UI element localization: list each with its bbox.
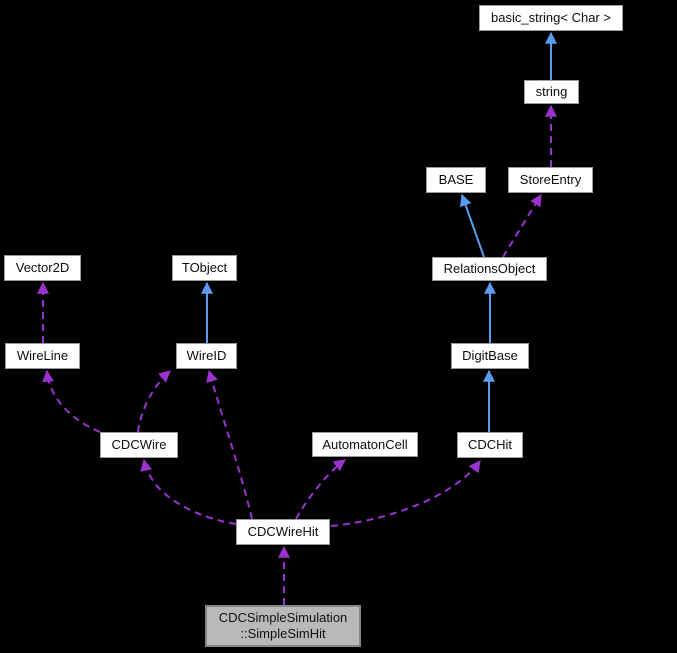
node-base[interactable]: BASE (426, 167, 486, 193)
node-string[interactable]: string (524, 80, 579, 104)
node-wireid[interactable]: WireID (176, 343, 237, 369)
edge-cdcwirehit-to-wireid (206, 369, 253, 520)
edge-cdcwirehit-to-cdchit (330, 460, 481, 527)
edge-relationsobject-to-storeentry (502, 193, 542, 258)
edge-cdcwirehit-to-automatoncell (295, 459, 346, 520)
node-basic-string[interactable]: basic_string< Char > (479, 5, 623, 31)
edge-relationsobject-to-base (459, 193, 485, 258)
node-automatoncell[interactable]: AutomatonCell (312, 432, 418, 457)
node-relationsobject[interactable]: RelationsObject (432, 257, 547, 281)
node-storeentry[interactable]: StoreEntry (508, 167, 593, 193)
node-cdcwire[interactable]: CDCWire (100, 432, 178, 458)
edge-cdcwirehit-to-cdcwire (140, 458, 237, 525)
node-wireline[interactable]: WireLine (5, 343, 80, 369)
node-simplesimhit[interactable]: CDCSimpleSimulation ::SimpleSimHit (205, 605, 361, 647)
node-cdchit[interactable]: CDCHit (457, 432, 523, 458)
edge-cdcwire-to-wireline (42, 369, 101, 433)
node-vector2d[interactable]: Vector2D (4, 255, 81, 281)
node-digitbase[interactable]: DigitBase (451, 343, 529, 369)
edge-cdcwire-to-wireid (137, 370, 171, 433)
node-cdcwirehit[interactable]: CDCWireHit (236, 519, 330, 545)
node-tobject[interactable]: TObject (172, 255, 237, 281)
